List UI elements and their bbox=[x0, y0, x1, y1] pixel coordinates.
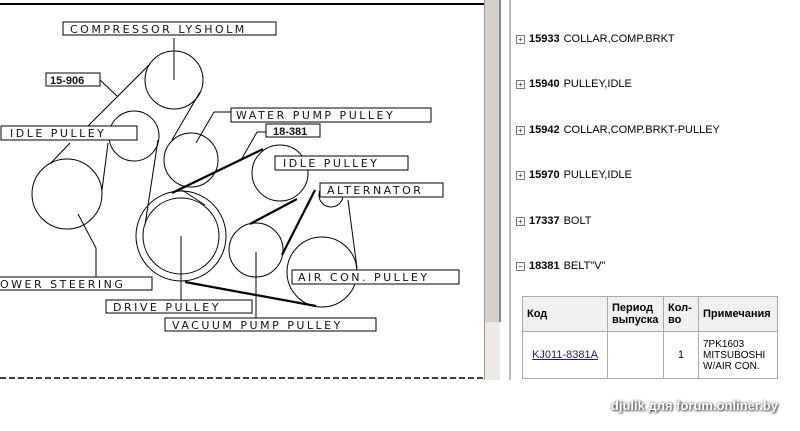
header-period: Период выпуска bbox=[607, 296, 664, 332]
label-water-pump: WATER PUMP PULLEY bbox=[236, 109, 395, 122]
part-number: 17337 bbox=[529, 215, 560, 227]
label-drive: DRIVE PULLEY bbox=[113, 301, 221, 314]
expand-icon[interactable]: + bbox=[516, 216, 525, 226]
expand-icon[interactable]: + bbox=[516, 79, 525, 89]
collapse-icon[interactable]: − bbox=[516, 261, 525, 271]
label-ref-15906: 15-906 bbox=[50, 75, 84, 87]
part-number: 15940 bbox=[529, 78, 560, 90]
part-name: PULLEY,IDLE bbox=[563, 78, 632, 90]
label-alternator: ALTERNATOR bbox=[327, 184, 423, 197]
part-name: BOLT bbox=[563, 215, 592, 227]
label-idle-left: IDLE PULLEY bbox=[10, 127, 106, 140]
water-pump-pulley bbox=[163, 132, 219, 188]
header-code: Код bbox=[522, 296, 608, 332]
header-qty: Кол-во bbox=[663, 296, 699, 332]
label-ref-18381: 18-381 bbox=[273, 126, 307, 138]
part-number: 18381 bbox=[529, 260, 560, 272]
part-details-table: Код Период выпуска Кол-во Примечания KJ0… bbox=[522, 296, 778, 379]
cell-period bbox=[607, 331, 664, 379]
expand-icon[interactable]: + bbox=[516, 125, 525, 135]
table-row: KJ011-8381A 1 7PK1603 MITSUBOSHI W/AIR C… bbox=[522, 331, 778, 379]
label-idle-right: IDLE PULLEY bbox=[283, 157, 379, 170]
label-power-steering: OWER STEERING bbox=[0, 278, 125, 291]
cell-qty: 1 bbox=[663, 331, 699, 379]
watermark: djulik для forum.onliner.by bbox=[610, 398, 778, 413]
power-steering-pulley bbox=[31, 158, 103, 230]
part-code-link[interactable]: KJ011-8381A bbox=[532, 349, 598, 361]
scrollbar-thumb[interactable] bbox=[485, 0, 501, 322]
part-number: 15970 bbox=[529, 169, 560, 181]
expand-icon[interactable]: + bbox=[516, 34, 525, 44]
part-name: PULLEY,IDLE bbox=[563, 169, 632, 181]
belt-diagram: COMPRESSOR LYSHOLM 15-906 WATER PUMP PUL… bbox=[0, 3, 484, 379]
part-name: COLLAR,COMP.BRKT-PULLEY bbox=[563, 124, 720, 136]
part-name: COLLAR,COMP.BRKT bbox=[563, 33, 675, 45]
pane-divider[interactable] bbox=[509, 0, 511, 380]
cell-notes: 7PK1603 MITSUBOSHI W/AIR CON. bbox=[698, 331, 778, 379]
idle-pulley-right bbox=[251, 144, 309, 202]
part-number: 15942 bbox=[529, 124, 560, 136]
label-vacuum: VACUUM PUMP PULLEY bbox=[172, 319, 343, 332]
part-name: BELT"V" bbox=[563, 260, 606, 272]
label-compressor: COMPRESSOR LYSHOLM bbox=[70, 23, 247, 36]
label-air-con: AIR CON. PULLEY bbox=[298, 271, 430, 284]
header-notes: Примечания bbox=[698, 296, 778, 332]
part-number: 15933 bbox=[529, 33, 560, 45]
vertical-scrollbar[interactable] bbox=[484, 0, 501, 380]
expand-icon[interactable]: + bbox=[516, 170, 525, 180]
